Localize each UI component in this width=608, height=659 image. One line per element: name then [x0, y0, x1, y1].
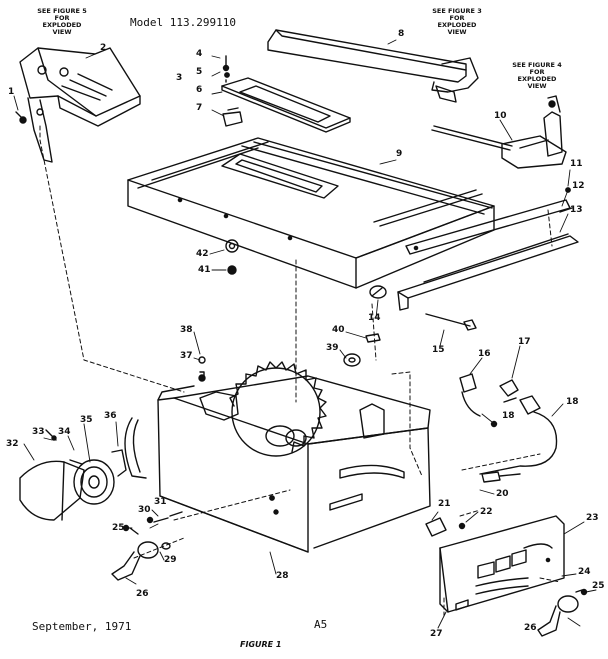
callout-24: 24 — [578, 567, 591, 577]
screw-1 — [15, 111, 27, 124]
callout-41: 41 — [198, 265, 211, 275]
model-number: Model 113.299110 — [130, 16, 236, 29]
callout-5: 5 — [196, 67, 203, 77]
callout-36: 36 — [104, 411, 117, 421]
callout-13: 13 — [570, 205, 583, 215]
callout-14: 14 — [368, 313, 381, 323]
callout-26-left: 26 — [136, 589, 149, 599]
callout-38: 38 — [180, 325, 193, 335]
callout-2: 2 — [100, 43, 107, 53]
callout-16: 16 — [478, 349, 491, 359]
callout-29: 29 — [164, 555, 177, 565]
footer-date: September, 1971 — [32, 620, 132, 633]
callout-26-right: 26 — [524, 623, 537, 633]
callout-4: 4 — [196, 49, 203, 59]
blade-guard-part — [19, 47, 141, 163]
saw-blade — [199, 361, 327, 457]
callout-12: 12 — [572, 181, 585, 191]
callout-22: 22 — [480, 507, 493, 517]
callout-25-right: 25 — [592, 581, 605, 591]
small-hardware — [198, 333, 381, 382]
callout-6: 6 — [196, 85, 203, 95]
callout-18-screw: 18 — [502, 411, 515, 421]
figure-caption: FIGURE 1 — [240, 640, 282, 649]
leader-lines — [13, 39, 597, 629]
callout-39: 39 — [326, 343, 339, 353]
callout-35: 35 — [80, 415, 93, 425]
callout-9: 9 — [396, 149, 403, 159]
crank-handle-left — [111, 524, 171, 581]
callout-34: 34 — [58, 427, 71, 437]
callout-1: 1 — [8, 87, 15, 97]
callout-42: 42 — [196, 249, 209, 259]
callout-27: 27 — [430, 629, 443, 639]
callout-11: 11 — [570, 159, 583, 169]
saw-table-part — [127, 137, 495, 289]
callout-15: 15 — [432, 345, 445, 355]
guide-lines — [39, 125, 561, 619]
cabinet-base-part — [124, 375, 431, 553]
crank-handle-right — [537, 588, 588, 637]
callout-31: 31 — [154, 497, 167, 507]
front-rails-part — [397, 187, 579, 311]
switch-and-cord — [459, 373, 558, 483]
callout-23: 23 — [586, 513, 599, 523]
footer-page: A5 — [314, 618, 328, 631]
callout-30: 30 — [138, 505, 151, 515]
callout-7: 7 — [196, 103, 203, 113]
switch-box-hardware — [425, 517, 466, 537]
knob-and-bolt-parts — [225, 239, 387, 299]
callout-28: 28 — [276, 571, 289, 581]
plate-screws — [222, 55, 243, 127]
callout-33: 33 — [32, 427, 45, 437]
callout-3: 3 — [176, 73, 183, 83]
rip-fence-part — [267, 29, 479, 103]
callout-21: 21 — [438, 499, 451, 509]
front-panel-part — [439, 515, 565, 613]
callout-40: 40 — [332, 325, 345, 335]
callout-17: 17 — [518, 337, 531, 347]
pulley-and-guard — [19, 429, 183, 524]
callout-37: 37 — [180, 351, 193, 361]
callout-32: 32 — [6, 439, 19, 449]
callout-10: 10 — [494, 111, 507, 121]
callout-25-left: 25 — [112, 523, 125, 533]
callout-8: 8 — [398, 29, 405, 39]
throat-plate-part — [221, 77, 351, 133]
callout-20: 20 — [496, 489, 509, 499]
miter-gauge-part — [431, 95, 567, 169]
callout-18-cord: 18 — [566, 397, 579, 407]
bolt-15 — [425, 313, 477, 331]
